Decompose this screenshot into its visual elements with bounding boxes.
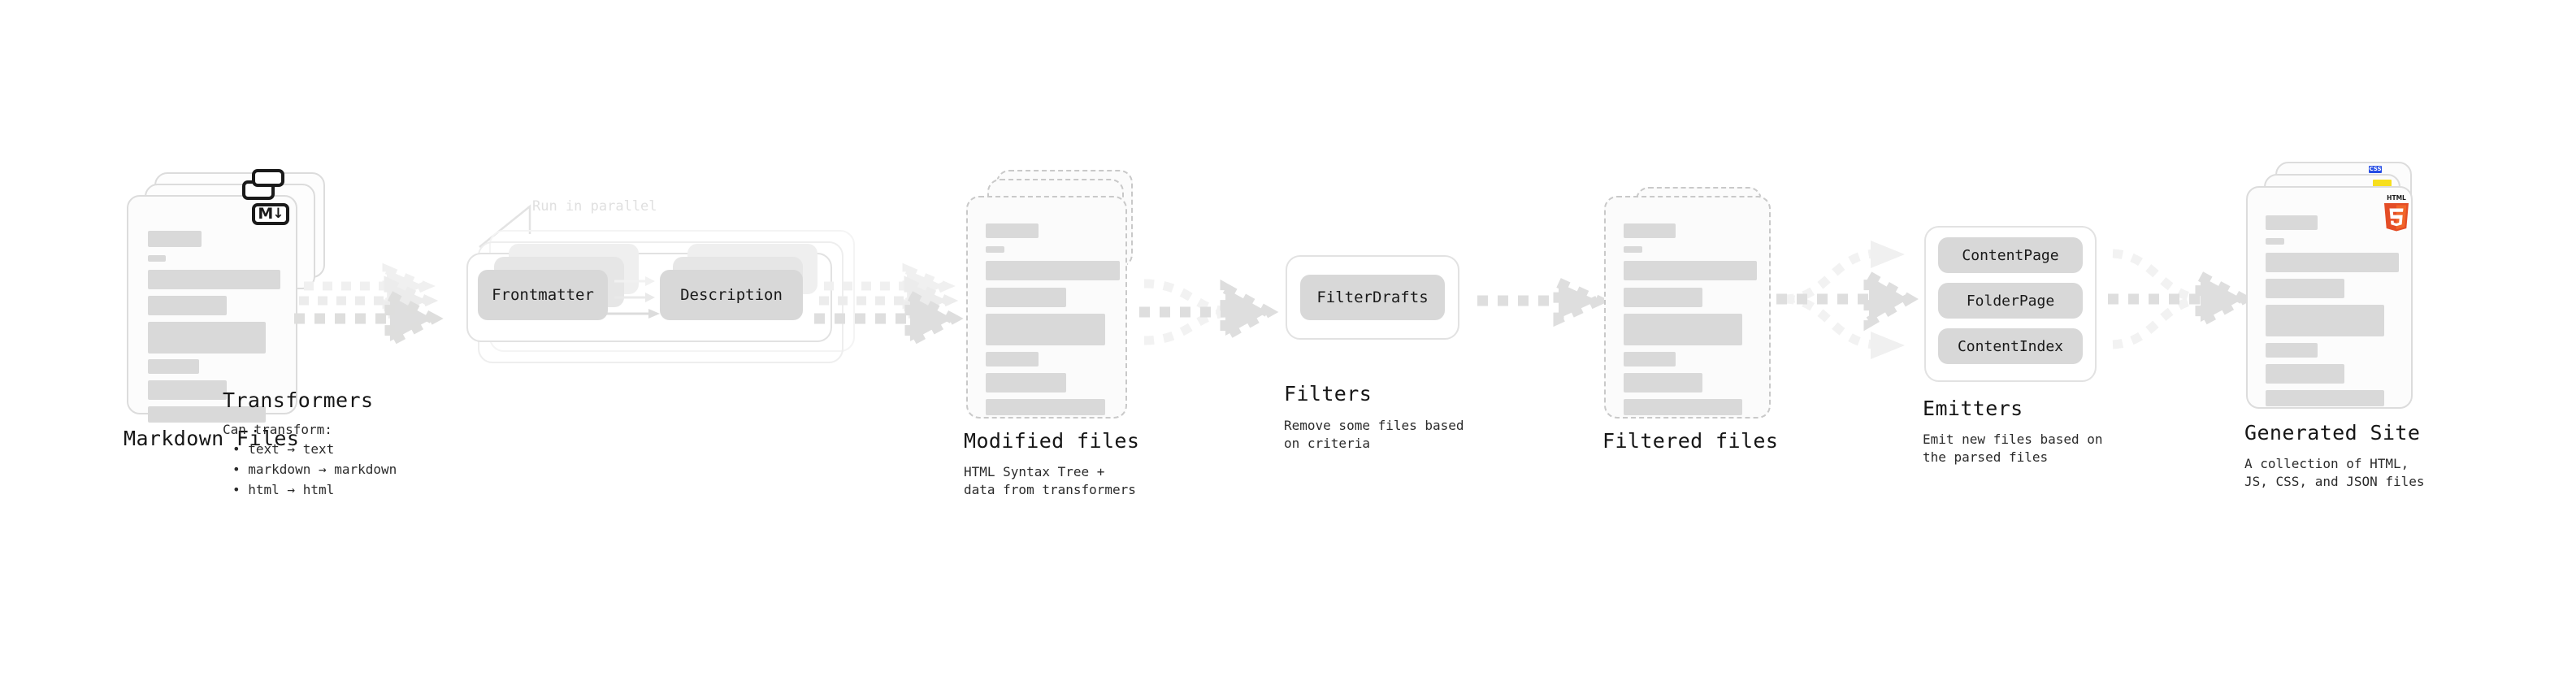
transformer-node-frontmatter[interactable]: Frontmatter bbox=[478, 270, 608, 320]
run-in-parallel-note: Run in parallel bbox=[532, 198, 657, 215]
svg-text:HTML: HTML bbox=[2387, 194, 2406, 202]
modified-card-front bbox=[966, 196, 1127, 419]
transformer-node-description-label: Description bbox=[680, 286, 783, 304]
emitter-node-folderpage[interactable]: FolderPage bbox=[1938, 283, 2083, 319]
arrow-filters-to-filtered bbox=[1477, 274, 1611, 327]
transformer-node-frontmatter-label: Frontmatter bbox=[492, 286, 594, 304]
arrow-emitters-to-generated bbox=[2108, 249, 2254, 349]
modified-files-title: Modified files bbox=[964, 429, 1140, 453]
emitter-node-contentindex[interactable]: ContentIndex bbox=[1938, 328, 2083, 364]
emitter-node-folderpage-label: FolderPage bbox=[1966, 292, 2055, 310]
transformers-capability-list: • text → text • markdown → markdown • ht… bbox=[232, 440, 397, 500]
generated-site-title: Generated Site bbox=[2244, 421, 2421, 445]
html5-icon: HTML bbox=[2379, 193, 2413, 232]
markdown-badge-text: M bbox=[258, 205, 273, 223]
transformer-node-description[interactable]: Description bbox=[660, 270, 803, 320]
transformer-inner-arrows bbox=[606, 276, 660, 319]
transformers-subtitle-head: Can transform: bbox=[223, 422, 332, 437]
css-icon: CSS bbox=[2369, 166, 2382, 173]
arrow-modified-to-filters bbox=[1139, 279, 1279, 345]
generated-card-html bbox=[2246, 186, 2413, 409]
markdown-card-front bbox=[127, 195, 297, 423]
emitters-title: Emitters bbox=[1923, 397, 2023, 420]
filtered-card-front bbox=[1604, 196, 1771, 419]
arrow-transformers-to-modified bbox=[814, 262, 964, 350]
filters-title: Filters bbox=[1284, 382, 1373, 406]
transformers-capability-item: • html → html bbox=[232, 481, 335, 497]
emitter-node-contentpage-label: ContentPage bbox=[1962, 246, 2059, 264]
modified-files-subtitle: HTML Syntax Tree + data from transformer… bbox=[964, 464, 1136, 498]
transformers-capability-item: • text → text bbox=[232, 441, 335, 457]
transformers-title: Transformers bbox=[223, 388, 374, 412]
filter-node-filterdrafts[interactable]: FilterDrafts bbox=[1300, 275, 1445, 320]
filter-node-filterdrafts-label: FilterDrafts bbox=[1316, 288, 1429, 306]
emitter-node-contentindex-label: ContentIndex bbox=[1957, 337, 2064, 355]
filtered-files-title: Filtered files bbox=[1602, 429, 1779, 453]
emitters-subtitle: Emit new files based on the parsed files bbox=[1923, 432, 2103, 466]
markdown-icon: M↓ bbox=[252, 203, 289, 225]
arrow-filtered-to-emitters bbox=[1776, 241, 1919, 359]
filters-subtitle: Remove some files based on criteria bbox=[1284, 418, 1464, 452]
emitter-node-contentpage[interactable]: ContentPage bbox=[1938, 237, 2083, 273]
markdown-badge-arrow: ↓ bbox=[272, 206, 284, 222]
transformers-capability-item: • markdown → markdown bbox=[232, 461, 397, 477]
generated-site-subtitle: A collection of HTML, JS, CSS, and JSON … bbox=[2244, 456, 2425, 490]
markdown-icon-back-2 bbox=[252, 169, 284, 187]
markdown-files-title: Markdown Files bbox=[124, 427, 300, 450]
arrow-markdown-to-transformers bbox=[294, 262, 444, 350]
